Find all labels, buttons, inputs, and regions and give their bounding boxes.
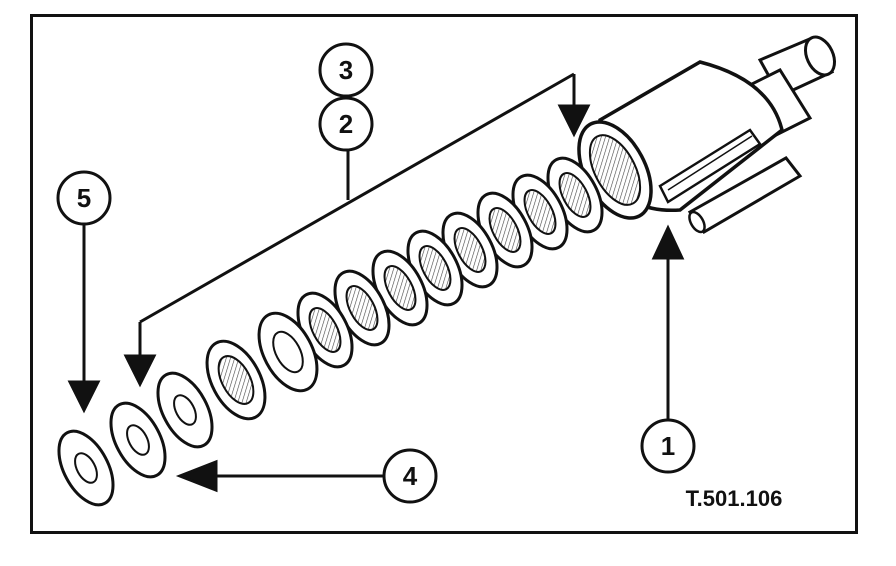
callout-1: 1: [640, 418, 696, 474]
callout-2-label: 2: [339, 109, 353, 139]
pin: [687, 156, 803, 234]
callout-2: 2: [318, 96, 374, 152]
cylinder-body: [577, 35, 837, 220]
callout-3-label: 3: [339, 55, 353, 85]
callout-3: 3: [318, 42, 374, 98]
leader-lines: [67, 72, 685, 493]
figure-reference-code: T.501.106: [686, 486, 783, 511]
callout-5: 5: [56, 170, 112, 226]
callout-4: 4: [382, 448, 438, 504]
callout-1-label: 1: [661, 431, 675, 461]
spool-stack: [57, 156, 604, 507]
callout-4-label: 4: [403, 461, 418, 491]
callout-5-label: 5: [77, 183, 91, 213]
